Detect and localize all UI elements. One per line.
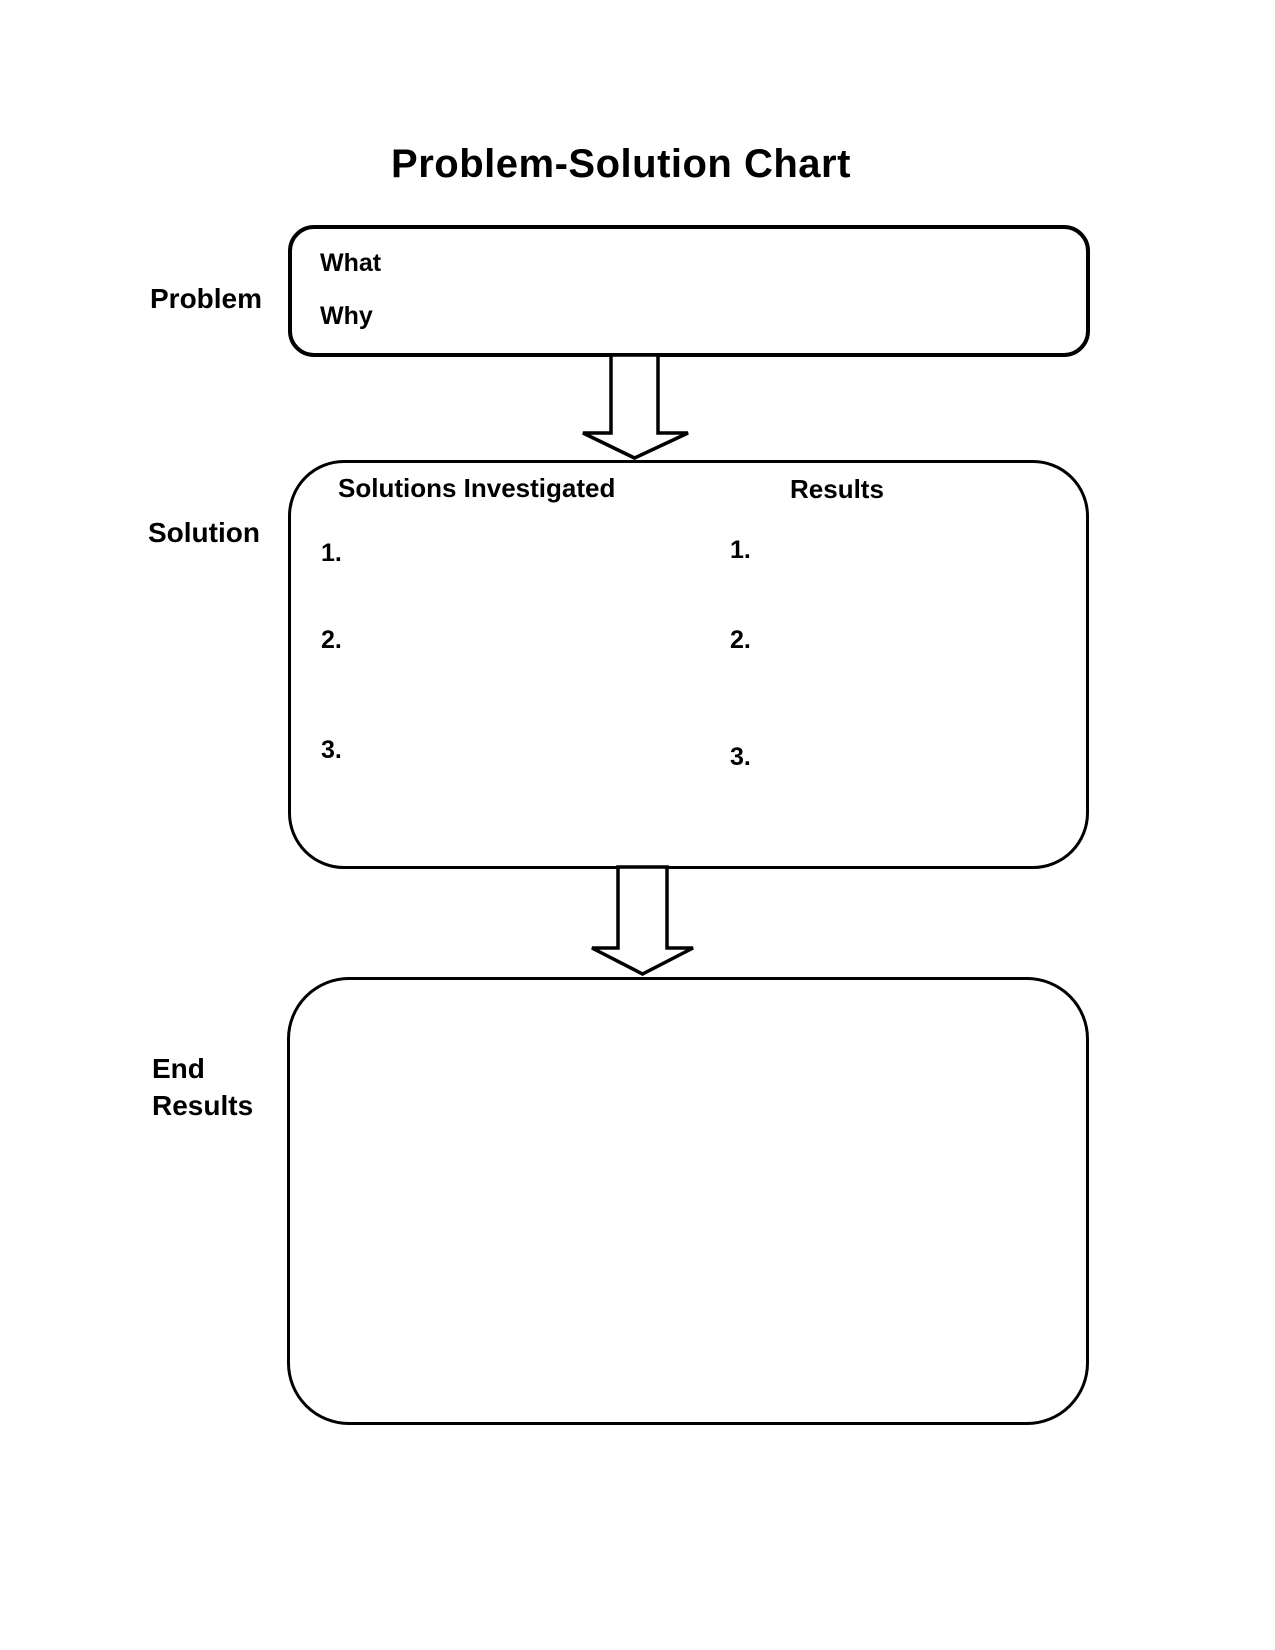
- end-results-label-line2: Results: [152, 1090, 254, 1121]
- solutions-investigated-header: Solutions Investigated: [338, 473, 616, 503]
- end-results-row-label: End Results: [152, 1050, 253, 1124]
- solutions-list-number-2: 2.: [321, 626, 342, 654]
- down-arrow-shape: [582, 354, 689, 460]
- problem-what-label: What: [320, 249, 382, 277]
- down-arrow-shape: [591, 865, 694, 976]
- problem-row-label: Problem: [150, 283, 263, 314]
- results-list-number-3: 3.: [730, 743, 751, 771]
- down-arrow-icon: [591, 865, 694, 976]
- solution-box: Solutions Investigated Results 1. 2. 3. …: [288, 460, 1089, 869]
- results-list-number-2: 2.: [730, 626, 751, 654]
- results-list-number-1: 1.: [730, 536, 751, 564]
- end-results-label-line1: End: [152, 1053, 205, 1084]
- end-results-box: [287, 977, 1089, 1425]
- page-title: Problem-Solution Chart: [391, 142, 851, 186]
- problem-why-label: Why: [320, 302, 373, 330]
- solutions-list-number-3: 3.: [321, 736, 342, 764]
- results-header: Results: [790, 474, 884, 504]
- solution-row-label: Solution: [148, 517, 260, 548]
- problem-box: What Why: [288, 225, 1090, 357]
- solutions-list-number-1: 1.: [321, 539, 342, 567]
- down-arrow-icon: [582, 354, 689, 460]
